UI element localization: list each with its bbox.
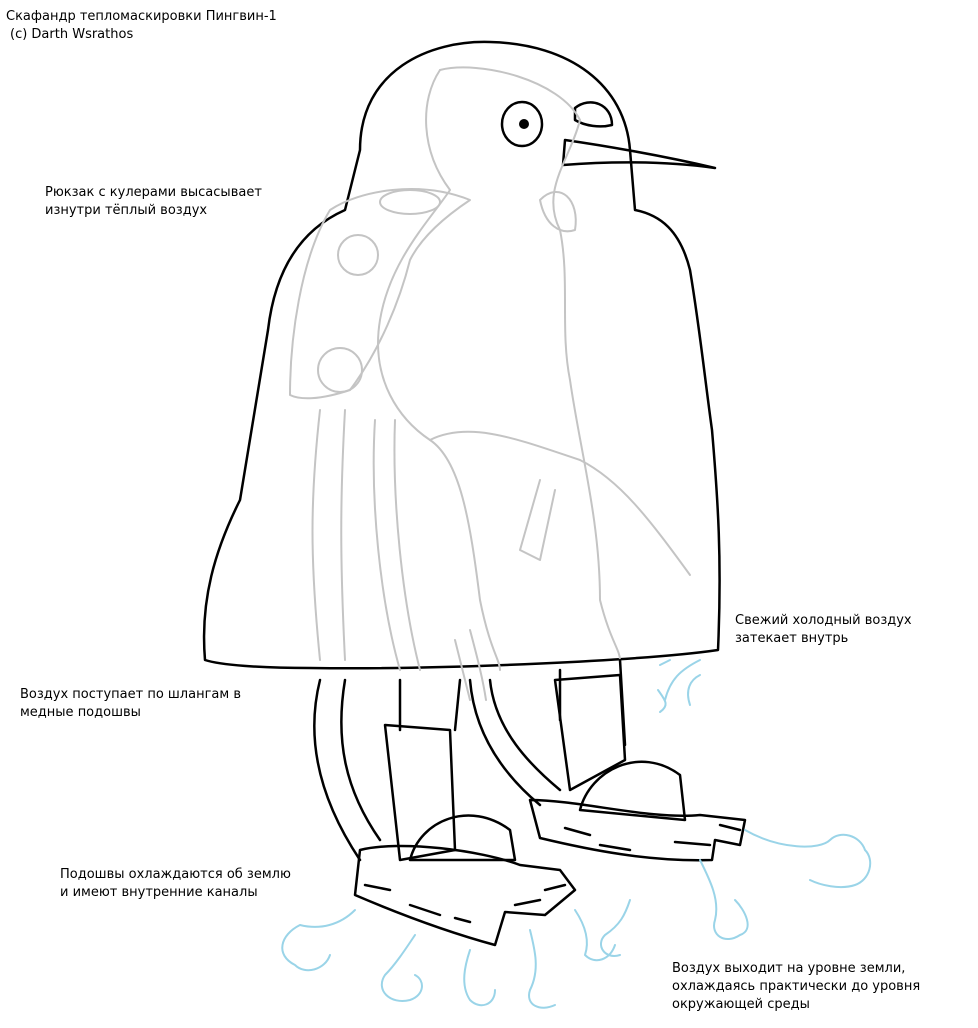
boots-and-hoses (313, 658, 747, 947)
annotation-hoses: Воздух поступает по шлангам в медные под… (20, 687, 241, 720)
annotation-exhaust: Воздух выходит на уровне земли, охлаждая… (672, 961, 921, 1012)
author: (c) Darth Wsrathos (10, 27, 134, 42)
cold-air-intake (657, 659, 701, 713)
title: Скафандр тепломаскировки Пингвин-1 (6, 9, 277, 24)
annotation-fresh-air: Свежий холодный воздух затекает внутрь (735, 613, 912, 646)
penguin-suit-outline (202, 40, 721, 670)
annotation-soles: Подошвы охлаждаются об землю и имеют вну… (60, 867, 291, 900)
warm-air-exhaust (281, 829, 872, 1009)
soldier-figure (289, 66, 691, 701)
annotation-backpack: Рюкзак с кулерами высасывает изнутри тёп… (45, 185, 262, 218)
